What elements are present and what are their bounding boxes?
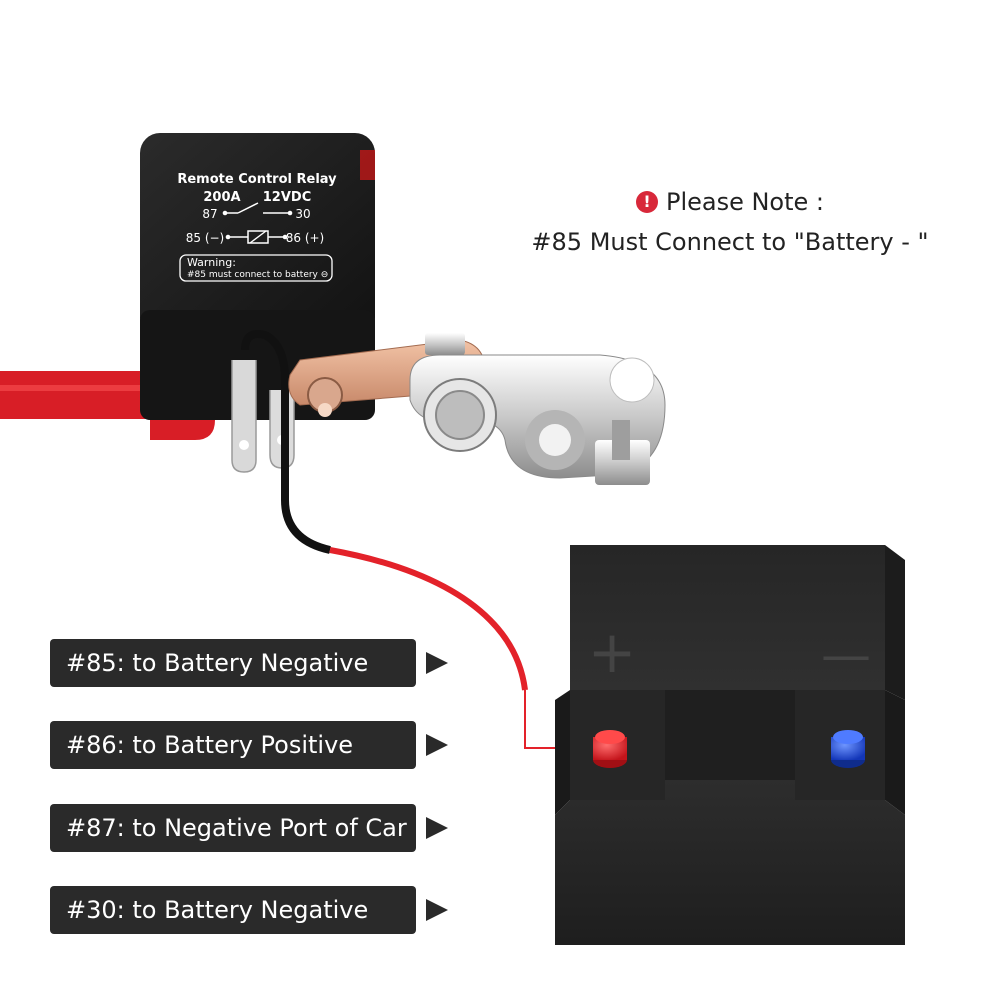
battery-clamp [288, 333, 666, 485]
note-text: #85 Must Connect to "Battery - " [531, 228, 929, 256]
relay-terminal-85: 85 (−) [186, 231, 225, 245]
relay-terminal-86: 86 (+) [286, 231, 325, 245]
note-heading: Please Note : [665, 188, 825, 216]
label-87-arrow-icon [426, 817, 448, 839]
relay-warning-title: Warning: [187, 256, 236, 269]
relay-warning-text: #85 must connect to battery ⊖ [187, 270, 328, 280]
positive-terminal-cap [593, 730, 627, 768]
label-30-text: #30: to Battery Negative [50, 886, 416, 934]
battery: + — [555, 545, 905, 945]
relay-current-rating: 200A [203, 190, 240, 205]
battery-positive-symbol: + [588, 618, 637, 686]
label-86-text: #86: to Battery Positive [50, 721, 416, 769]
relay-terminal-30: 30 [295, 207, 310, 221]
label-87-text: #87: to Negative Port of Car [50, 804, 416, 852]
label-87: #87: to Negative Port of Car [50, 803, 470, 853]
label-30: #30: to Battery Negative [50, 885, 470, 935]
label-86-arrow-icon [426, 734, 448, 756]
relay-label: Remote Control Relay 200A 12VDC 87 30 85… [177, 172, 337, 280]
label-85-arrow-icon [426, 652, 448, 674]
relay-title: Remote Control Relay [177, 172, 337, 187]
battery-negative-symbol: — [821, 626, 871, 684]
warning-icon: ! [635, 191, 658, 213]
please-note: ! Please Note : #85 Must Connect to "Bat… [520, 182, 940, 262]
relay-voltage-rating: 12VDC [263, 190, 311, 205]
label-85: #85: to Battery Negative [50, 638, 470, 688]
label-30-arrow-icon [426, 899, 448, 921]
label-86: #86: to Battery Positive [50, 720, 470, 770]
label-85-text: #85: to Battery Negative [50, 639, 416, 687]
note-heading-row: ! Please Note : [520, 182, 940, 222]
negative-terminal-cap [831, 730, 865, 768]
relay-terminal-87: 87 [202, 207, 217, 221]
